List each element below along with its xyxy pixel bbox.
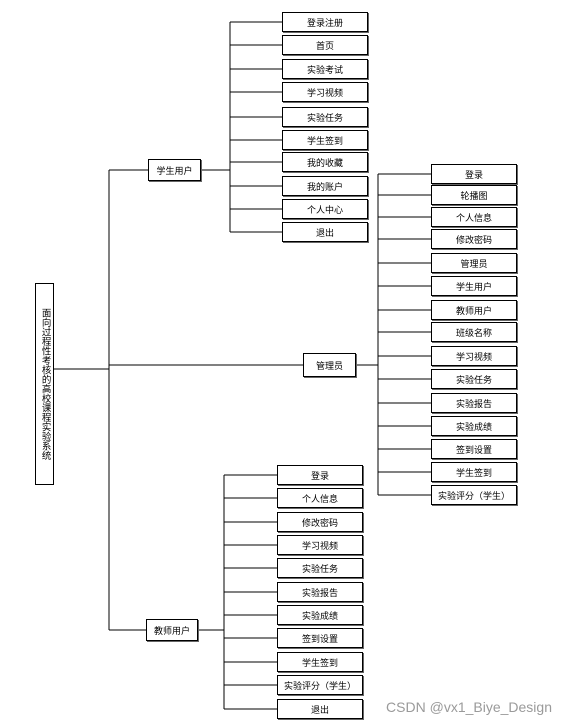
- teacher-leaf-node: 实验评分（学生）: [277, 675, 363, 695]
- student-leaf-node: 退出: [282, 222, 368, 242]
- admin-leaf-node: 实验报告: [431, 393, 517, 413]
- branch-node-student: 学生用户: [148, 159, 201, 181]
- root-system-node: 面向过程性考核的高校课程实验系统: [35, 283, 54, 485]
- watermark: CSDN @vx1_Biye_Design: [386, 699, 552, 715]
- admin-leaf-node: 登录: [431, 164, 517, 184]
- student-leaf-node: 学生签到: [282, 130, 368, 150]
- branch-node-teacher: 教师用户: [146, 619, 198, 641]
- teacher-leaf-node: 退出: [277, 699, 363, 719]
- student-leaf-node: 我的账户: [282, 176, 368, 196]
- teacher-leaf-node: 修改密码: [277, 512, 363, 532]
- admin-leaf-node: 学生用户: [431, 276, 517, 296]
- student-leaf-node: 实验考试: [282, 59, 368, 79]
- student-leaf-node: 我的收藏: [282, 152, 368, 172]
- admin-leaf-node: 修改密码: [431, 229, 517, 249]
- student-leaf-node: 个人中心: [282, 199, 368, 219]
- teacher-leaf-node: 个人信息: [277, 488, 363, 508]
- branch-node-admin: 管理员: [303, 353, 356, 377]
- admin-leaf-node: 管理员: [431, 253, 517, 273]
- admin-leaf-node: 实验评分（学生）: [431, 485, 517, 505]
- student-leaf-node: 实验任务: [282, 107, 368, 127]
- admin-leaf-node: 实验成绩: [431, 416, 517, 436]
- student-leaf-node: 首页: [282, 35, 368, 55]
- admin-leaf-node: 实验任务: [431, 369, 517, 389]
- admin-leaf-node: 学生签到: [431, 462, 517, 482]
- admin-leaf-node: 学习视频: [431, 346, 517, 366]
- teacher-leaf-node: 实验任务: [277, 558, 363, 578]
- teacher-leaf-node: 签到设置: [277, 628, 363, 648]
- student-leaf-node: 学习视频: [282, 82, 368, 102]
- admin-leaf-node: 教师用户: [431, 300, 517, 320]
- teacher-leaf-node: 实验成绩: [277, 605, 363, 625]
- admin-leaf-node: 个人信息: [431, 207, 517, 227]
- teacher-leaf-node: 登录: [277, 465, 363, 485]
- admin-leaf-node: 轮播图: [431, 185, 517, 205]
- admin-leaf-node: 签到设置: [431, 439, 517, 459]
- admin-leaf-node: 班级名称: [431, 322, 517, 342]
- teacher-leaf-node: 学生签到: [277, 652, 363, 672]
- teacher-leaf-node: 实验报告: [277, 582, 363, 602]
- teacher-leaf-node: 学习视频: [277, 535, 363, 555]
- student-leaf-node: 登录注册: [282, 12, 368, 32]
